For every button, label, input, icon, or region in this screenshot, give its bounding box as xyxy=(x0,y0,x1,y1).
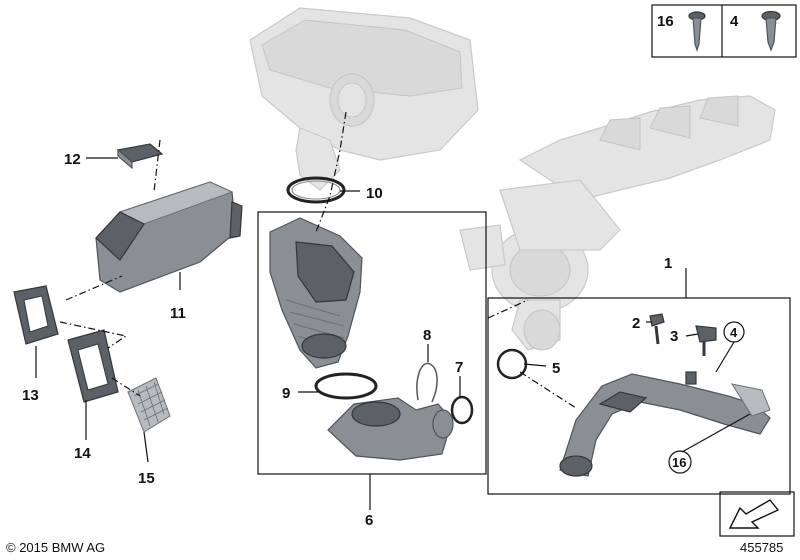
part-1-charge-pipe xyxy=(559,371,771,477)
callout-4-circle xyxy=(723,321,745,343)
assembly-line xyxy=(111,377,141,397)
callout-2: 2 xyxy=(632,315,640,332)
callout-16-circle xyxy=(668,450,692,474)
callout-13: 13 xyxy=(22,387,39,404)
air-filter-housing-ghost xyxy=(249,7,479,191)
copyright-text: © 2015 BMW AG xyxy=(6,540,106,555)
callout-10: 10 xyxy=(366,185,383,202)
part-10-clamp xyxy=(286,176,346,204)
assembly-line xyxy=(519,371,577,409)
part-15-grille xyxy=(127,377,171,433)
part-2-sensor xyxy=(649,313,665,345)
assembly-line xyxy=(65,275,123,301)
part-13-seal xyxy=(13,285,59,345)
part-8-clip xyxy=(416,362,438,403)
screw-icon xyxy=(761,10,781,52)
callout-6: 6 xyxy=(365,512,373,529)
part-6-intake-hose xyxy=(269,217,363,369)
assembly-line xyxy=(153,139,161,193)
part-12-pad xyxy=(116,143,164,170)
part-3-sensor xyxy=(695,325,717,356)
turbocharger-ghost xyxy=(459,95,776,351)
part-1-group-box xyxy=(487,297,791,495)
reference-number: 455785 xyxy=(740,540,784,555)
part-7-oring xyxy=(450,395,474,425)
callout-4: 4 xyxy=(730,325,738,340)
callout-8: 8 xyxy=(423,327,431,344)
screw-label-16: 16 xyxy=(657,13,674,30)
callout-12: 12 xyxy=(64,151,81,168)
callout-3: 3 xyxy=(670,328,678,345)
part-6-elbow xyxy=(327,397,454,461)
callout-7: 7 xyxy=(455,359,463,376)
direction-arrow-icon xyxy=(719,491,795,537)
callout-16: 16 xyxy=(672,455,686,470)
screw-label-4: 4 xyxy=(730,13,739,30)
callout-15: 15 xyxy=(138,470,155,487)
part-6-group-box xyxy=(257,211,487,475)
callout-9: 9 xyxy=(282,385,290,402)
callout-11: 11 xyxy=(170,305,186,322)
fastener-box: 16 4 xyxy=(651,4,797,58)
leader-lines xyxy=(35,157,751,510)
part-11-intake-duct xyxy=(95,181,243,293)
assembly-line xyxy=(315,111,347,233)
callout-5: 5 xyxy=(552,360,560,377)
part-14-seal xyxy=(67,329,119,403)
callout-14: 14 xyxy=(74,445,91,462)
screw-icon xyxy=(688,11,706,52)
part-9-clamp xyxy=(314,372,378,400)
callout-1: 1 xyxy=(664,255,672,272)
